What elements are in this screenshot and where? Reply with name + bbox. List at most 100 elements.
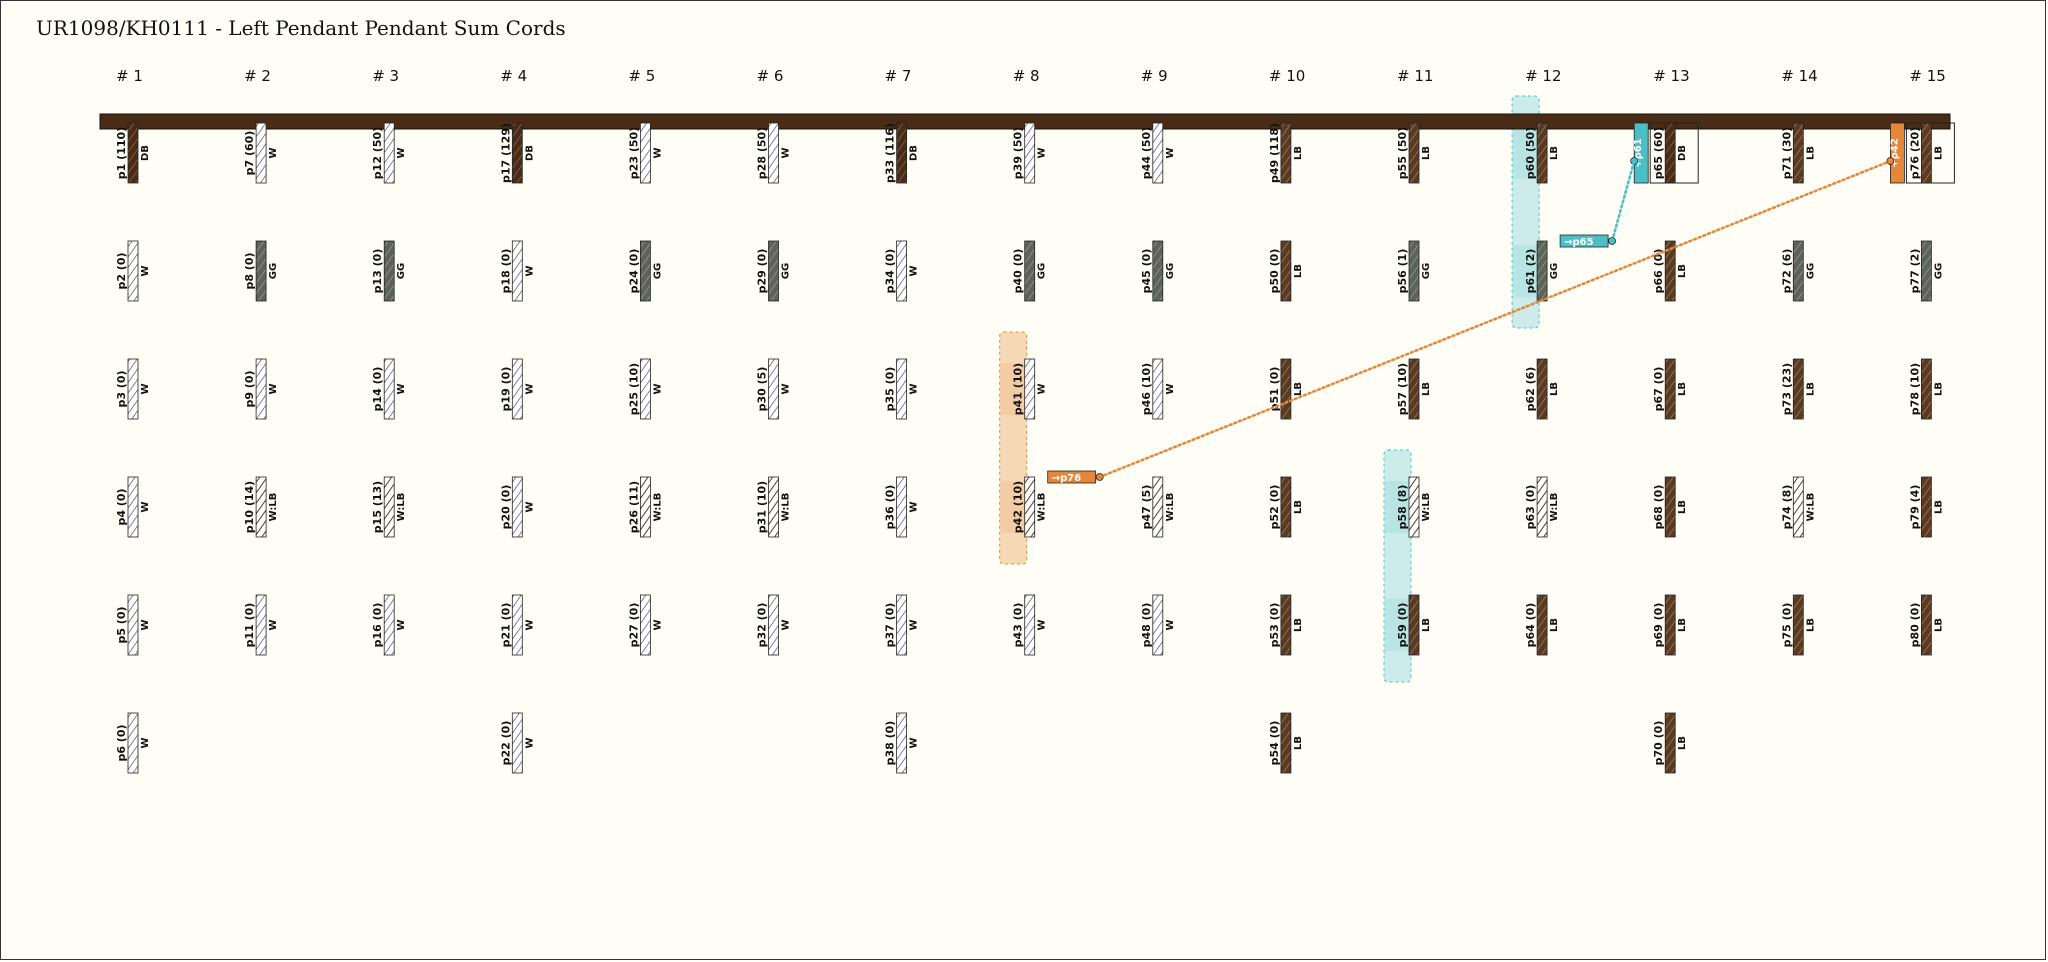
cord-color-code: W <box>652 147 663 158</box>
cord-body <box>1408 594 1420 656</box>
cord-body <box>1024 240 1036 302</box>
cord-color-code: LB <box>1805 146 1816 160</box>
sum-band-teal-row <box>1513 127 1539 179</box>
cord-label: p70 (0) <box>1652 721 1665 766</box>
cord-color-code: W:LB <box>396 493 407 522</box>
cord-body <box>1536 122 1548 184</box>
cord-body <box>127 476 139 538</box>
cord-label: p67 (0) <box>1652 367 1665 412</box>
diagram-title: UR1098/KH0111 - Left Pendant Pendant Sum… <box>36 16 566 40</box>
pendant-cord: p35 (0)W <box>884 358 920 420</box>
cord-body <box>255 476 267 538</box>
cord-label: p58 (8) <box>1396 485 1409 530</box>
cord-body <box>127 712 139 774</box>
cord-label: p68 (0) <box>1652 485 1665 530</box>
cord-label: p40 (0) <box>1012 249 1025 294</box>
pendant-cord: p8 (0)GG <box>243 240 279 302</box>
cord-color-code: W <box>1165 383 1176 394</box>
pendant-cord: p42 (10)W:LB <box>1012 476 1048 538</box>
cord-body <box>1152 122 1164 184</box>
group-header: # 14 <box>1781 67 1817 85</box>
cord-label: p37 (0) <box>884 603 897 648</box>
cord-label: p72 (6) <box>1780 249 1793 294</box>
cord-color-code: GG <box>1805 263 1816 279</box>
sum-links: →p65+p61→p76+p42 <box>1047 122 1955 484</box>
cord-color-code: W:LB <box>268 493 279 522</box>
pendant-cord: p61 (2)GG <box>1524 240 1560 302</box>
cord-label: p49 (118) <box>1268 123 1281 183</box>
pendant-cord: p70 (0)LB <box>1652 712 1688 774</box>
cord-body <box>896 358 907 420</box>
cord-color-code: W <box>781 383 792 394</box>
cord-body <box>127 358 139 420</box>
sum-target-box <box>1649 122 1699 184</box>
pendant-cord: p79 (4)LB <box>1908 476 1944 538</box>
cord-color-code: W <box>1037 619 1048 630</box>
cord-body <box>511 240 523 302</box>
cord-body <box>896 240 907 302</box>
cord-body <box>1280 712 1292 774</box>
pendant-cord: p33 (116)DB <box>884 122 920 184</box>
pendant-cord: p24 (0)GG <box>627 240 663 302</box>
cord-color-code: LB <box>1677 382 1688 396</box>
sum-band-teal <box>1511 95 1540 329</box>
cord-label: p27 (0) <box>627 603 640 648</box>
cord-color-code: LB <box>1933 618 1944 632</box>
cord-color-code: LB <box>1677 618 1688 632</box>
cord-body <box>1792 240 1804 302</box>
cord-label: p77 (2) <box>1908 249 1921 294</box>
cord-body <box>255 122 267 184</box>
pendant-cord: p5 (0)W <box>115 594 151 656</box>
cord-label: p55 (50) <box>1396 127 1409 179</box>
cord-color-code: GG <box>1549 263 1560 279</box>
cord-color-code: W <box>909 501 920 512</box>
cord-body <box>1408 358 1420 420</box>
cord-color-code: W:LB <box>1165 493 1176 522</box>
cord-body <box>127 594 139 656</box>
cord-color-code: W <box>524 737 535 748</box>
cord-color-code: W <box>268 147 279 158</box>
cord-color-code: DB <box>140 145 151 161</box>
pendant-cord: p19 (0)W <box>499 358 535 420</box>
pendant-cord: p63 (0)W:LB <box>1524 476 1560 538</box>
cord-label: p7 (60) <box>243 131 256 176</box>
pendant-cord: p53 (0)LB <box>1268 594 1304 656</box>
cord-color-code: W <box>781 619 792 630</box>
cord-label: p29 (0) <box>756 249 769 294</box>
cord-label: p4 (0) <box>115 488 128 525</box>
pendant-cord: p45 (0)GG <box>1140 240 1176 302</box>
sum-band-orange-row <box>1000 363 1026 415</box>
cord-label: p80 (0) <box>1908 603 1921 648</box>
cord-color-code: W <box>909 737 920 748</box>
cord-body <box>1664 358 1676 420</box>
cord-color-code: W <box>1165 147 1176 158</box>
cord-body <box>1664 240 1676 302</box>
cord-label: p46 (10) <box>1140 363 1153 415</box>
cord-label: p59 (0) <box>1396 603 1409 648</box>
pendant-cord: p80 (0) LB <box>1908 594 1944 656</box>
cord-color-code: GG <box>396 263 407 279</box>
cord-body <box>383 476 395 538</box>
pendant-cord: p67 (0) LB <box>1652 358 1688 420</box>
cord-body <box>1152 358 1164 420</box>
cord-label: p57 (10) <box>1396 363 1409 415</box>
sum-band-teal-row <box>1513 245 1539 297</box>
cord-body <box>1024 358 1036 420</box>
cord-label: p25 (10) <box>627 363 640 415</box>
cord-body <box>1024 122 1036 184</box>
group-header: # 2 <box>244 67 271 85</box>
group-header: # 15 <box>1909 67 1945 85</box>
cord-label: p54 (0) <box>1268 721 1281 766</box>
cord-color-code: W <box>524 501 535 512</box>
sum-band-orange-row <box>1000 481 1026 533</box>
group-header: # 8 <box>1013 67 1040 85</box>
cord-label: p78 (10) <box>1908 363 1921 415</box>
cord-label: p22 (0) <box>499 721 512 766</box>
cord-color-code: GG <box>652 263 663 279</box>
cord-label: p51 (0) <box>1268 367 1281 412</box>
cord-color-code: W <box>268 619 279 630</box>
cord-color-code: LB <box>1805 618 1816 632</box>
cord-label: p11 (0) <box>243 603 256 648</box>
cord-color-code: W <box>909 619 920 630</box>
